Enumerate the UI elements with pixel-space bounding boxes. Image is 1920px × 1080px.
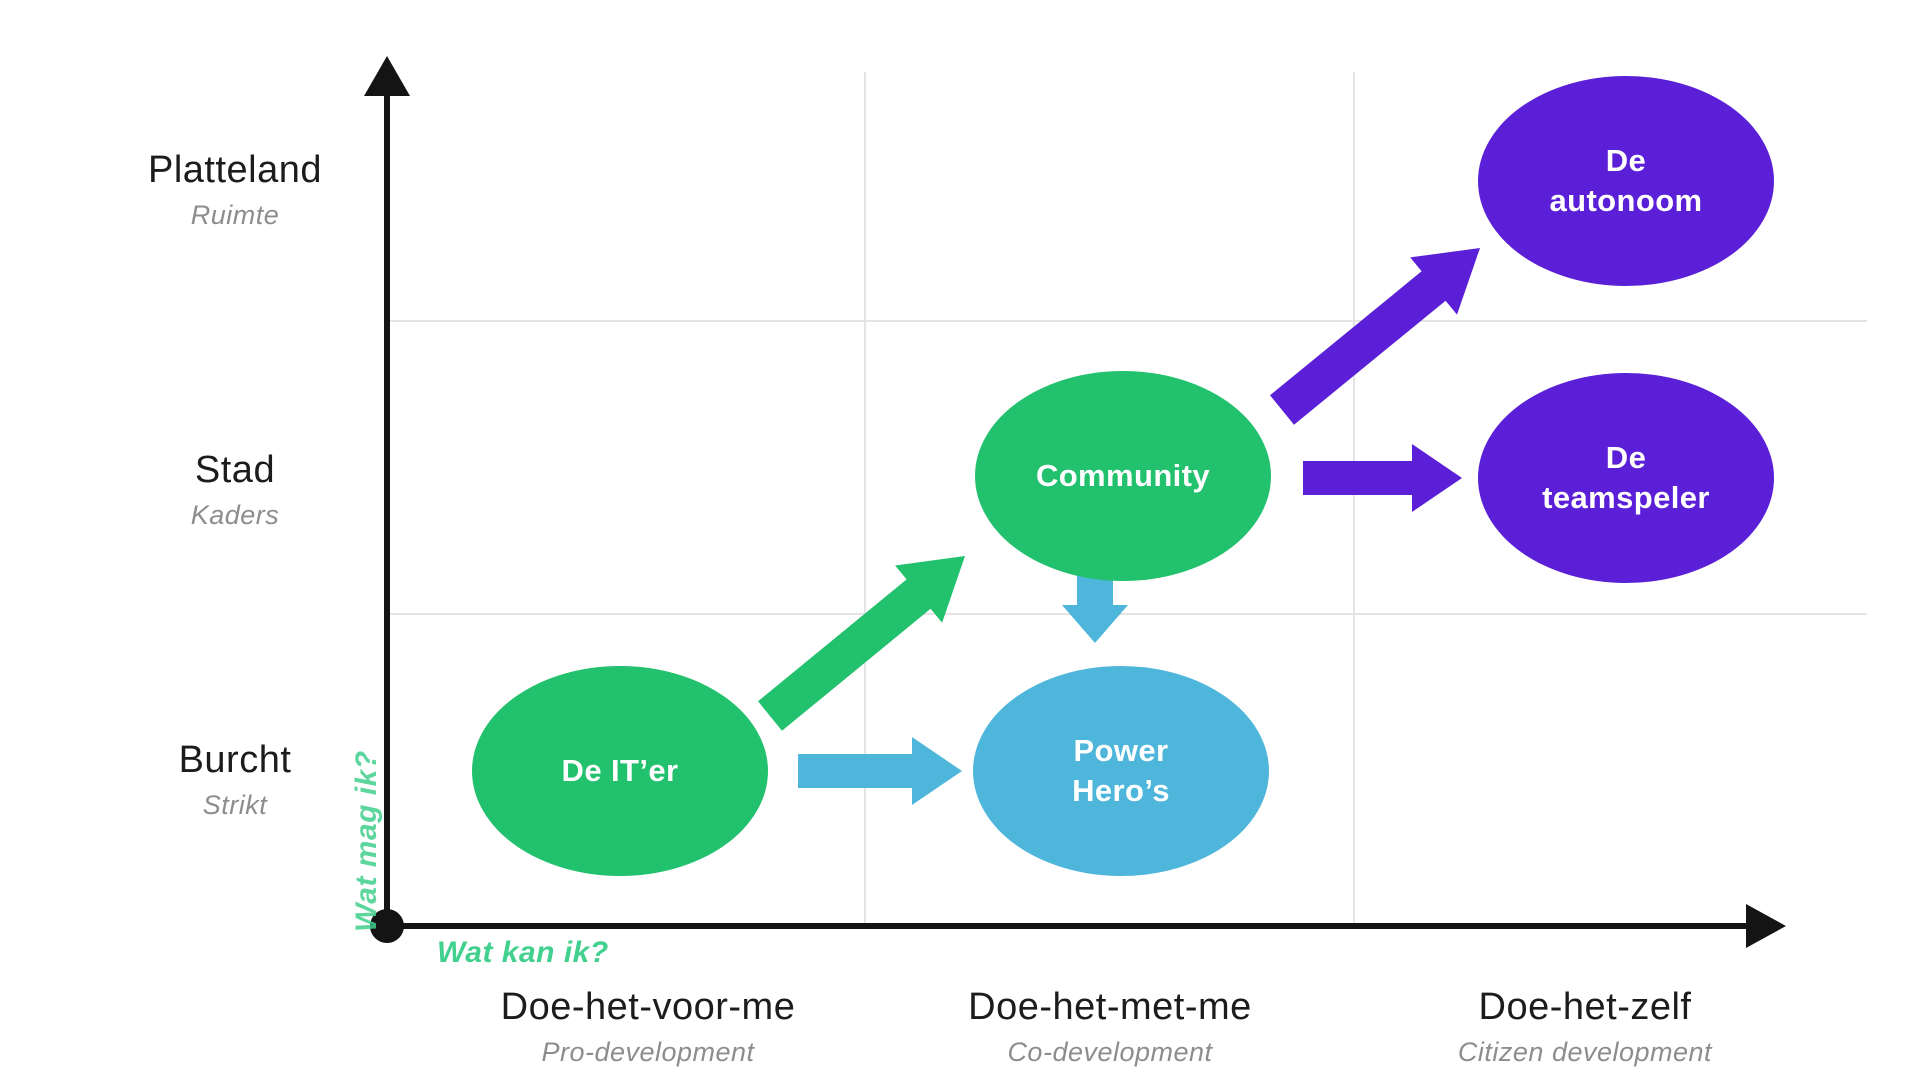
node-de-autonoom: De autonoom	[1478, 76, 1774, 286]
arrow-community-to-teamspeler-icon	[1303, 444, 1462, 512]
y-category-platteland: Platteland Ruimte	[100, 148, 370, 231]
y-category-burcht: Burcht Strikt	[100, 738, 370, 821]
gridline-horizontal-2	[389, 613, 1867, 615]
gridline-vertical-2	[1353, 72, 1355, 925]
y-category-stad: Stad Kaders	[100, 448, 370, 531]
x-category-doe-het-voor-me-sublabel: Pro-development	[541, 1037, 755, 1067]
x-category-doe-het-voor-me: Doe-het-voor-me Pro-development	[438, 985, 858, 1068]
x-axis-arrowhead-icon	[1746, 904, 1786, 948]
x-category-doe-het-zelf-label: Doe-het-zelf	[1478, 986, 1692, 1028]
y-axis-question: Wat mag ik?	[350, 750, 383, 932]
x-axis-line	[387, 923, 1749, 929]
node-community: Community	[975, 371, 1271, 581]
node-de-iter-label: De IT’er	[561, 752, 679, 788]
y-axis-line	[384, 90, 390, 930]
x-axis-question: Wat kan ik?	[437, 936, 609, 969]
gridline-horizontal-1	[389, 320, 1867, 322]
y-category-burcht-sublabel: Strikt	[202, 790, 268, 820]
y-category-platteland-sublabel: Ruimte	[190, 200, 280, 230]
x-category-doe-het-zelf: Doe-het-zelf Citizen development	[1375, 985, 1795, 1068]
origin-dot	[370, 909, 404, 943]
x-category-doe-het-voor-me-label: Doe-het-voor-me	[500, 986, 796, 1028]
node-power-heros: Power Hero’s	[973, 666, 1269, 876]
x-category-doe-het-met-me-sublabel: Co-development	[1007, 1037, 1213, 1067]
arrow-iter-to-power-heros-icon	[798, 737, 962, 805]
node-de-teamspeler: De teamspeler	[1478, 373, 1774, 583]
gridline-vertical-1	[864, 72, 866, 925]
y-category-stad-sublabel: Kaders	[190, 500, 280, 530]
arrow-community-to-power-heros-icon	[1062, 570, 1128, 643]
y-category-burcht-label: Burcht	[178, 739, 292, 781]
y-category-platteland-label: Platteland	[147, 149, 322, 191]
node-de-iter: De IT’er	[472, 666, 768, 876]
node-de-autonoom-label: De autonoom	[1549, 142, 1703, 218]
arrow-iter-to-community-icon	[758, 556, 965, 731]
node-de-teamspeler-label: De teamspeler	[1542, 439, 1710, 515]
x-category-doe-het-met-me-label: Doe-het-met-me	[968, 986, 1252, 1028]
node-power-heros-label: Power Hero’s	[1072, 732, 1170, 808]
x-category-doe-het-met-me: Doe-het-met-me Co-development	[900, 985, 1320, 1068]
y-category-stad-label: Stad	[194, 449, 276, 491]
arrow-community-to-autonoom-icon	[1270, 248, 1480, 425]
y-axis-arrowhead-icon	[364, 56, 410, 96]
node-community-label: Community	[1035, 457, 1211, 493]
x-category-doe-het-zelf-sublabel: Citizen development	[1457, 1037, 1713, 1067]
